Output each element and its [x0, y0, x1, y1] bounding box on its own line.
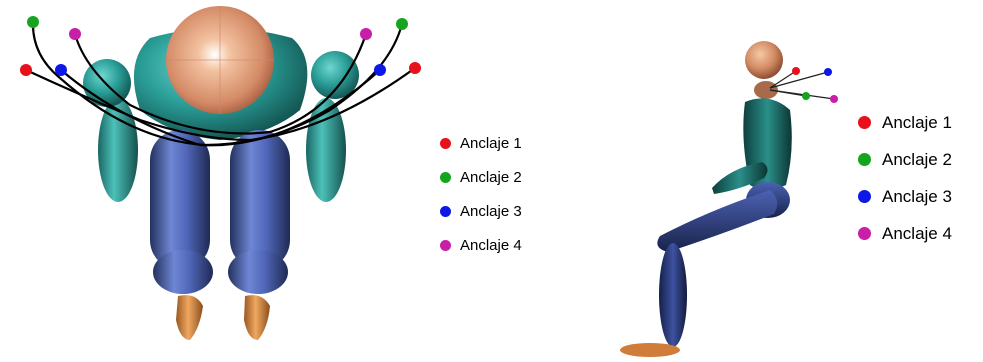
anchor-4-point-left: [69, 28, 81, 40]
legend-label: Anclaje 1: [882, 113, 952, 133]
legend-item-anclaje-1: Anclaje 1: [440, 126, 522, 160]
anchor-points: [792, 67, 838, 103]
anchor-4-point: [830, 95, 838, 103]
blue-dot-icon: [858, 190, 871, 203]
anchor-straps: [770, 71, 834, 99]
legend-item-anclaje-2: Anclaje 2: [440, 160, 522, 194]
anchor-1-point: [792, 67, 800, 75]
green-dot-icon: [858, 153, 871, 166]
anchor-2-point-right: [396, 18, 408, 30]
neck: [754, 81, 778, 99]
anchor-3-point-left: [55, 64, 67, 76]
anchor-1-point-right: [409, 62, 421, 74]
legend-label: Anclaje 3: [882, 187, 952, 207]
legend-label: Anclaje 2: [460, 169, 522, 186]
green-dot-icon: [440, 172, 451, 183]
legend-label: Anclaje 4: [460, 237, 522, 254]
head: [745, 41, 783, 79]
foot: [620, 343, 680, 357]
magenta-dot-icon: [440, 240, 451, 251]
anchor-3-point-right: [374, 64, 386, 76]
right-leg: [228, 130, 290, 340]
anchor-2-point: [802, 92, 810, 100]
blue-dot-icon: [440, 206, 451, 217]
anchor-4-point-right: [360, 28, 372, 40]
legend-item-anclaje-3: Anclaje 3: [440, 194, 522, 228]
lower-leg: [659, 243, 687, 347]
magenta-dot-icon: [858, 227, 871, 240]
red-dot-icon: [440, 138, 451, 149]
legend-label: Anclaje 1: [460, 135, 522, 152]
legend-label: Anclaje 2: [882, 150, 952, 170]
left-leg: [150, 130, 213, 340]
anchor-3-point: [824, 68, 832, 76]
legend-item-anclaje-3: Anclaje 3: [858, 178, 952, 215]
anchor-1-point-left: [20, 64, 32, 76]
anchor-2-point-left: [27, 16, 39, 28]
front-view-figure: Anclaje 1 Anclaje 2 Anclaje 3 Anclaje 4: [0, 0, 560, 362]
legend-label: Anclaje 4: [882, 224, 952, 244]
side-view-legend: Anclaje 1 Anclaje 2 Anclaje 3 Anclaje 4: [858, 104, 952, 252]
legend-item-anclaje-4: Anclaje 4: [858, 215, 952, 252]
legend-item-anclaje-4: Anclaje 4: [440, 228, 522, 262]
red-dot-icon: [858, 116, 871, 129]
legend-label: Anclaje 3: [460, 203, 522, 220]
right-arm: [306, 51, 359, 202]
legend-item-anclaje-1: Anclaje 1: [858, 104, 952, 141]
thigh: [657, 190, 777, 252]
front-view-legend: Anclaje 1 Anclaje 2 Anclaje 3 Anclaje 4: [440, 126, 522, 262]
left-arm: [83, 59, 138, 202]
side-view-figure: Anclaje 1 Anclaje 2 Anclaje 3 Anclaje 4: [590, 0, 983, 362]
legend-item-anclaje-2: Anclaje 2: [858, 141, 952, 178]
